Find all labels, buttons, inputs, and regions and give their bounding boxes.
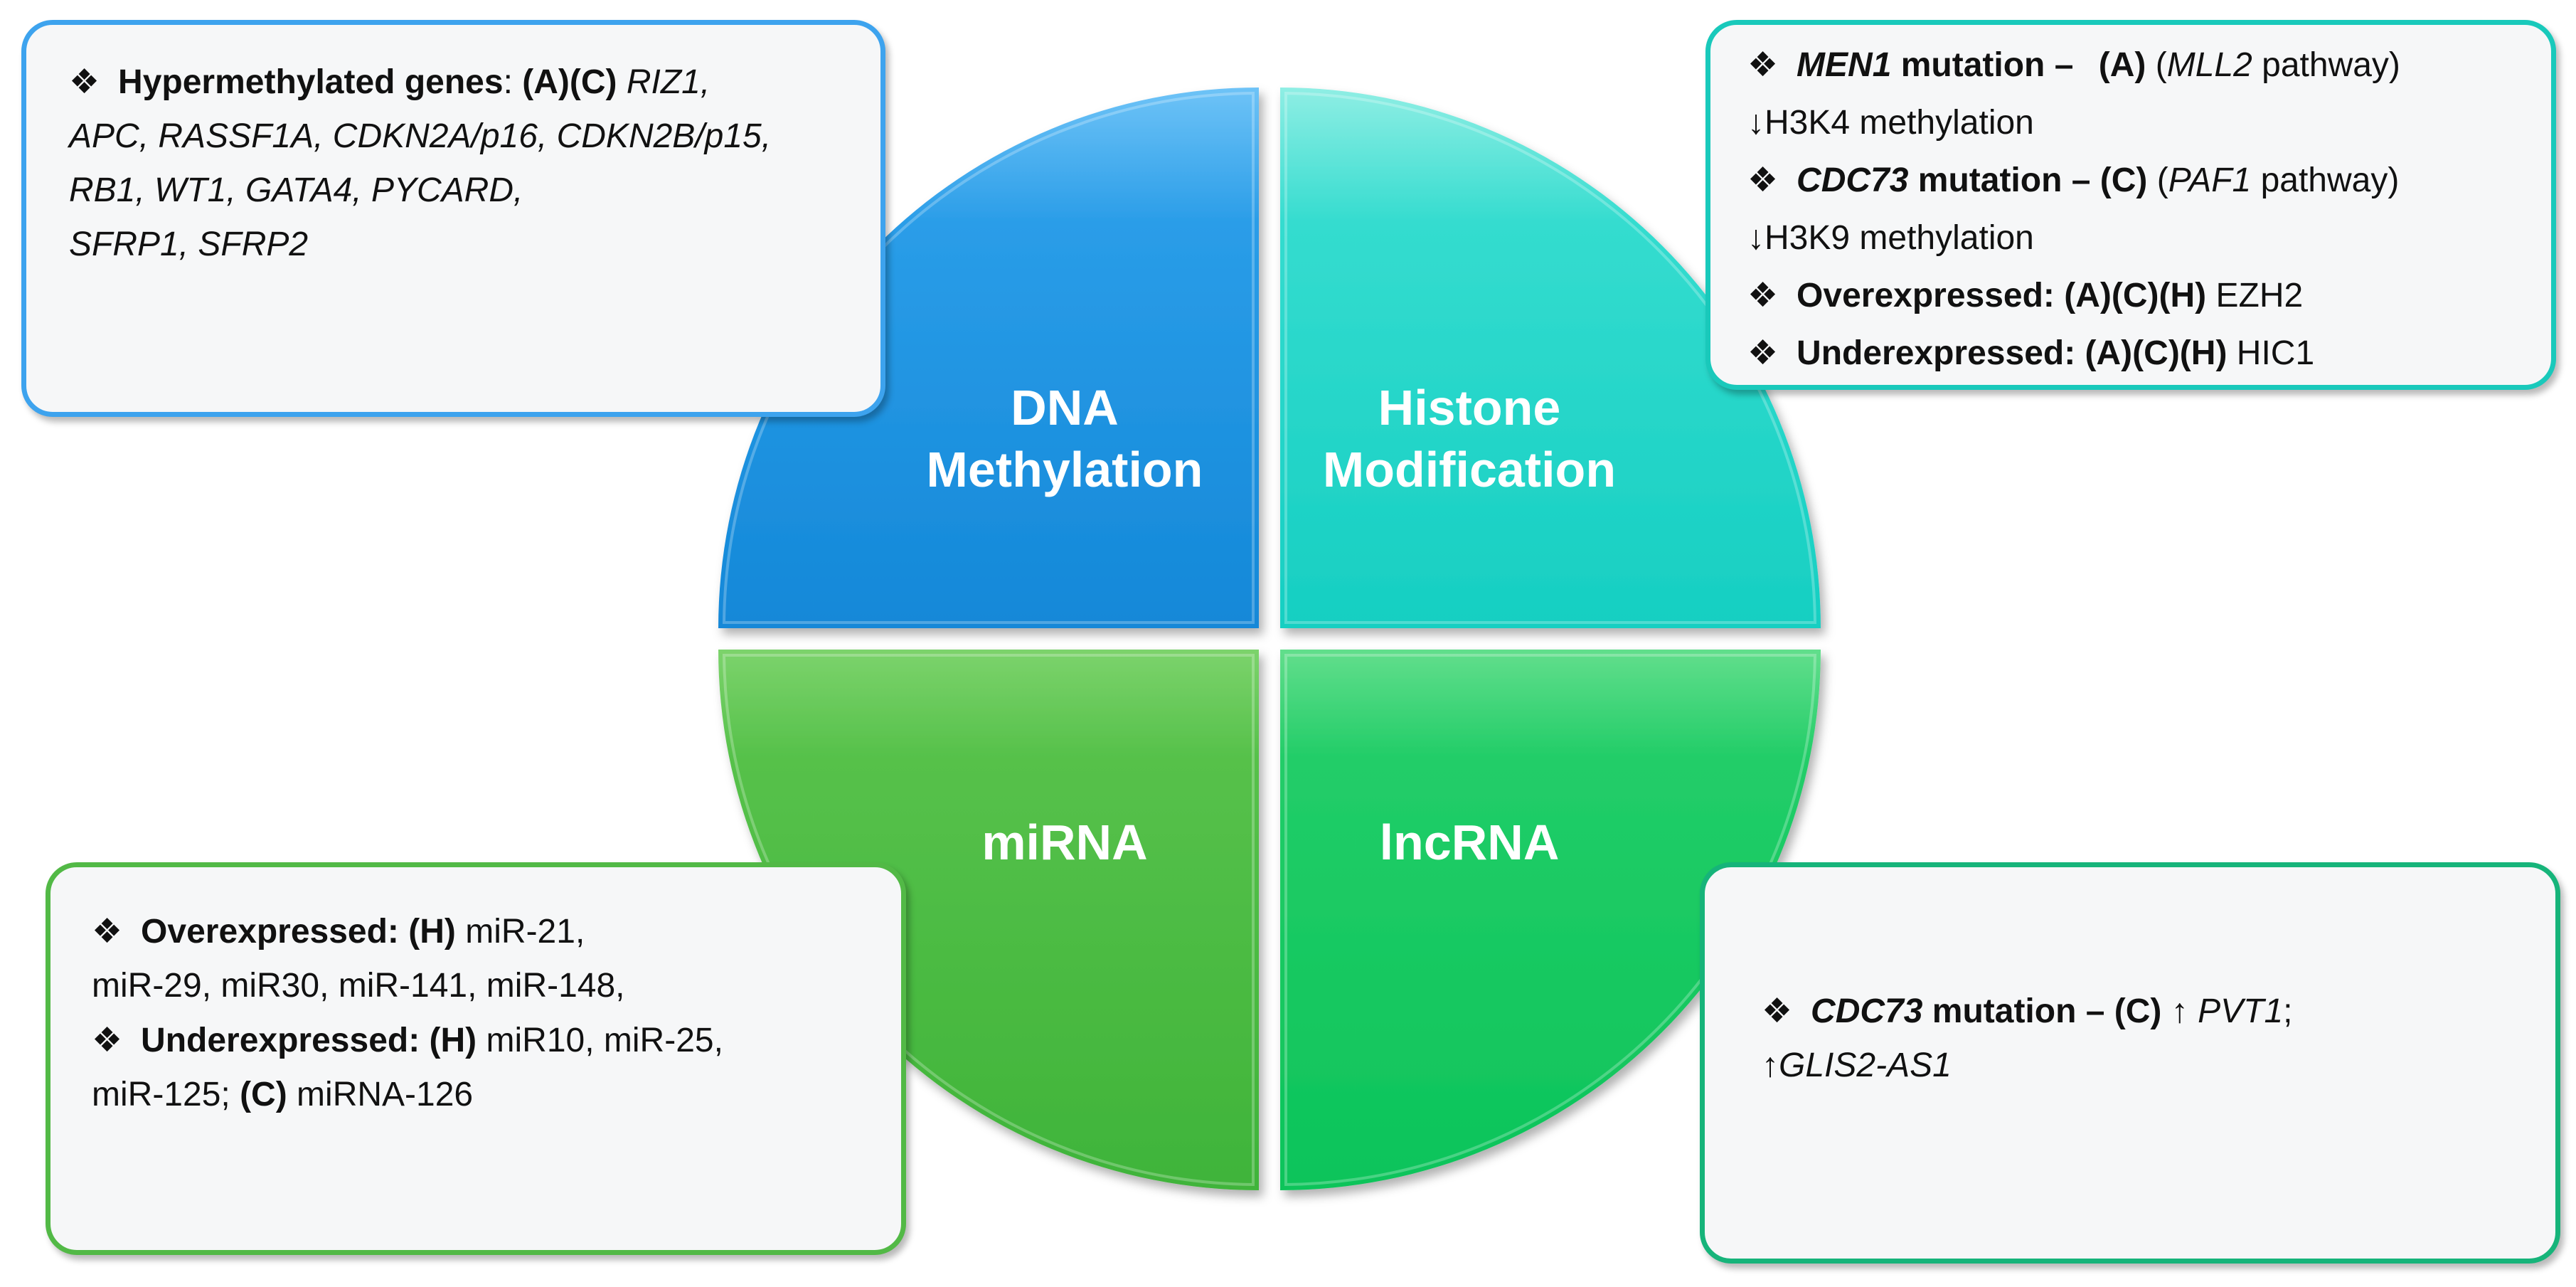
mirna-line-4: miR-125; (C) miRNA-126 — [92, 1076, 474, 1113]
quadrant-dna-methylation — [718, 88, 1259, 628]
lncrna-line-1: ❖CDC73 mutation – (C) ↑ PVT1; — [1762, 991, 2293, 1031]
bullet-icon: ❖ — [92, 911, 123, 951]
mirna-label: miRNA — [981, 815, 1147, 870]
quadrant-lncrna — [1280, 650, 1821, 1190]
bullet-icon: ❖ — [1747, 333, 1779, 373]
mirna-line-2: miR-29, miR30, miR-141, miR-148, — [92, 967, 625, 1005]
dna-line-2: APC, RASSF1A, CDKN2A/p16, CDKN2B/p15, — [69, 117, 772, 155]
bullet-icon: ❖ — [1747, 275, 1779, 315]
histone-line-4: ↓H3K9 methylation — [1747, 219, 2034, 257]
histone-line-1: ❖MEN1 mutation – (A) (MLL2 pathway) — [1747, 45, 2400, 85]
dna-line-1: ❖Hypermethylated genes: (A)(C) RIZ1, — [69, 62, 710, 102]
mirna-line-3: ❖Underexpressed: (H) miR10, miR-25, — [92, 1020, 723, 1060]
histone-line-2: ↓H3K4 methylation — [1747, 104, 2034, 142]
dna-methylation-label-line1: DNA — [1011, 380, 1119, 435]
dna-line-3: RB1, WT1, GATA4, PYCARD, — [69, 171, 523, 209]
bullet-icon: ❖ — [1762, 991, 1793, 1031]
histone-line-5: ❖Overexpressed: (A)(C)(H) EZH2 — [1747, 275, 2304, 315]
histone-line-3: ❖CDC73 mutation – (C) (PAF1 pathway) — [1747, 160, 2400, 200]
dna-methylation-label-line2: Methylation — [927, 442, 1203, 497]
bullet-icon: ❖ — [1747, 160, 1779, 200]
up-arrow-icon: ↑ — [2171, 992, 2188, 1030]
histone-modification-label-line2: Modification — [1323, 442, 1616, 497]
bullet-icon: ❖ — [69, 62, 100, 102]
up-arrow-icon: ↑ — [1762, 1047, 1779, 1084]
histone-line-6: ❖Underexpressed: (A)(C)(H) HIC1 — [1747, 333, 2315, 373]
lncrna-line-2: ↑GLIS2-AS1 — [1762, 1047, 1952, 1084]
histone-modification-box: ❖MEN1 mutation – (A) (MLL2 pathway) ↓H3K… — [1705, 20, 2556, 390]
bullet-icon: ❖ — [1747, 45, 1779, 85]
dna-methylation-box: ❖Hypermethylated genes: (A)(C) RIZ1, APC… — [21, 20, 885, 417]
mirna-box: ❖Overexpressed: (H) miR-21, miR-29, miR3… — [46, 862, 906, 1255]
mirna-line-1: ❖Overexpressed: (H) miR-21, — [92, 911, 585, 951]
dna-line-4: SFRP1, SFRP2 — [69, 226, 309, 263]
lncrna-label: lncRNA — [1380, 815, 1560, 870]
bullet-icon: ❖ — [92, 1020, 123, 1060]
lncrna-box: ❖CDC73 mutation – (C) ↑ PVT1; ↑GLIS2-AS1 — [1700, 862, 2560, 1264]
quadrant-histone-modification — [1280, 88, 1821, 628]
histone-modification-label-line1: Histone — [1378, 380, 1561, 435]
quadrant-mirna — [718, 650, 1259, 1190]
